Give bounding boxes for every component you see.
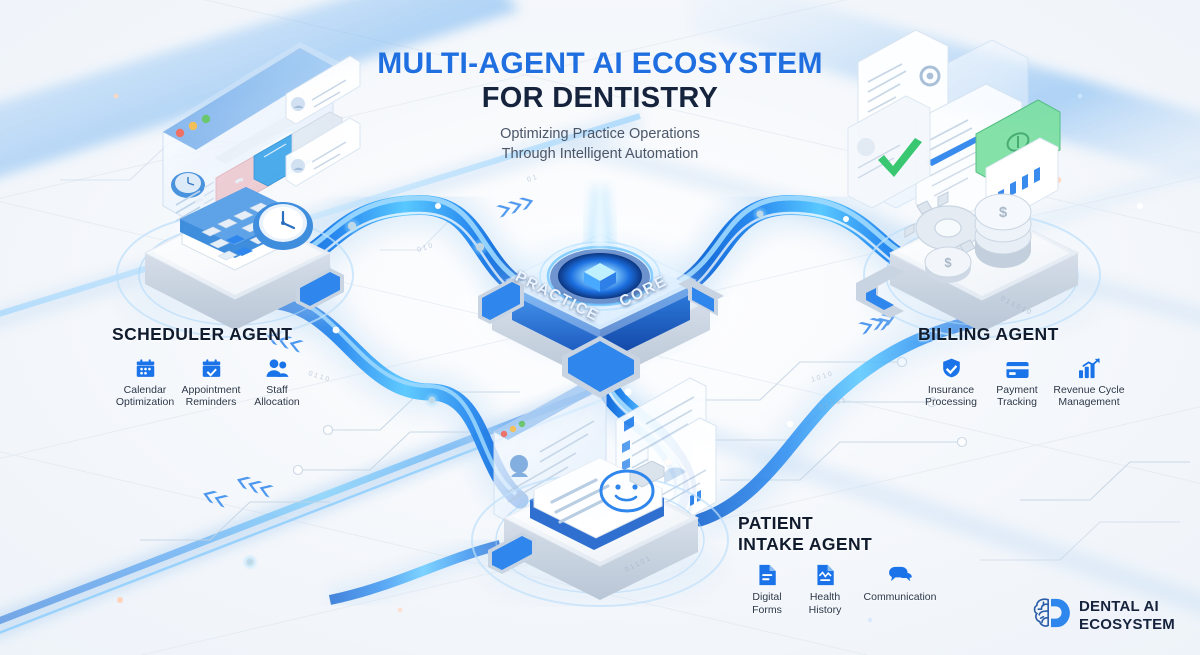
feature-label-line2: Tracking: [997, 396, 1037, 409]
feature-label-line1: Calendar: [123, 383, 167, 396]
agent-title-intake-line2: INTAKE AGENT: [738, 533, 873, 554]
billing-documents-stack: [847, 29, 1061, 223]
brand-logo[interactable]: DENTAL AI ECOSYSTEM: [1032, 596, 1175, 635]
scheduling-app-window: [160, 42, 361, 225]
health-chart-icon: [816, 564, 835, 586]
feature-label-line1: Payment: [996, 383, 1038, 396]
feature-label: Communication: [864, 591, 937, 604]
feature-payment-tracking[interactable]: Payment Tracking: [984, 357, 1050, 410]
shield-check-icon: [941, 357, 962, 379]
svg-text:0 1 1 0: 0 1 1 0: [307, 370, 330, 383]
brand-line2: ECOSYSTEM: [1079, 615, 1175, 633]
feature-digital-forms[interactable]: Digital Forms: [738, 564, 796, 617]
feature-label-line2: History: [808, 604, 842, 617]
page-title-line1: MULTI-AGENT AI ECOSYSTEM: [377, 47, 823, 80]
svg-text:$: $: [944, 255, 952, 270]
feature-label-line2: Forms: [752, 604, 782, 617]
flow-chevrons: [203, 197, 896, 508]
feature-row-intake: Digital Forms Health History: [738, 564, 946, 617]
feature-insurance-processing[interactable]: Insurance Processing: [918, 357, 984, 410]
feature-revenue-cycle-management[interactable]: Revenue Cycle Management: [1050, 357, 1128, 410]
chat-bubbles-icon: [888, 564, 913, 586]
practice-core-cube: [478, 180, 724, 398]
feature-label-line2: Optimization: [115, 396, 175, 409]
calendar-icon: [135, 357, 156, 379]
feature-appointment-reminders[interactable]: Appointment Reminders: [178, 357, 244, 410]
agent-title-billing: BILLING AGENT: [918, 324, 1059, 344]
feature-row-scheduler: Calendar Optimization Appointment: [112, 357, 310, 410]
bar-chart-up-icon: [1078, 357, 1101, 379]
agent-group-scheduler: SCHEDULER AGENT Calendar Optimization: [112, 324, 310, 409]
stream-particles: [117, 176, 1143, 603]
feature-label: Health History: [809, 591, 842, 617]
calendar-check-icon: [201, 357, 222, 379]
agent-title-intake: PATIENT INTAKE AGENT: [738, 513, 946, 554]
feature-label: Calendar Optimization: [116, 384, 174, 410]
feature-label-line2: Processing: [925, 396, 977, 409]
gear-coins-node: $ $ 0 1 1 0 1 0: [856, 191, 1101, 338]
clipboard-smiley-node: 0 1 1 0 1: [471, 457, 729, 607]
sparkle-accents: [113, 93, 1083, 623]
document-icon: [758, 564, 777, 586]
feature-label: Revenue Cycle Management: [1053, 384, 1124, 410]
page-title-line2: FOR DENTISTRY: [481, 81, 719, 114]
feature-label-line1: Digital: [752, 591, 782, 604]
svg-text:0 1 0: 0 1 0: [416, 242, 433, 254]
agent-group-intake: PATIENT INTAKE AGENT Digital Forms: [738, 513, 946, 617]
brand-text: DENTAL AI ECOSYSTEM: [1079, 598, 1175, 632]
feature-communication[interactable]: Communication: [854, 564, 946, 617]
page-subtitle-line1: Optimizing Practice Operations: [500, 125, 700, 142]
feature-label-line1: Insurance: [927, 383, 975, 396]
feature-label: Payment Tracking: [996, 384, 1037, 410]
feature-health-history[interactable]: Health History: [796, 564, 854, 617]
page-subtitle: Optimizing Practice Operations Through I…: [0, 124, 1200, 164]
feature-label-line2: Management: [1058, 396, 1120, 409]
header-block: MULTI-AGENT AI ECOSYSTEM FOR DENTISTRY O…: [0, 48, 1200, 164]
feature-label-line1: Appointment: [181, 383, 241, 396]
brain-d-logo-icon: [1032, 596, 1070, 635]
credit-card-icon: [1005, 357, 1029, 379]
feature-label-line1: Staff: [266, 383, 288, 396]
brand-line1: DENTAL AI: [1079, 598, 1159, 616]
agent-title-intake-line1: PATIENT: [738, 513, 814, 533]
svg-text:0 1: 0 1: [526, 174, 538, 184]
feature-label: Digital Forms: [752, 591, 782, 617]
agent-group-billing: BILLING AGENT Insurance Processing: [918, 324, 1128, 409]
page-subtitle-line2: Through Intelligent Automation: [501, 145, 699, 162]
feature-label-line1: Revenue Cycle: [1053, 383, 1125, 396]
agent-title-scheduler: SCHEDULER AGENT: [112, 324, 293, 344]
feature-label: Appointment Reminders: [182, 384, 241, 410]
feature-label: Insurance Processing: [925, 384, 977, 410]
calendar-clock-node: [116, 178, 354, 338]
feature-label-line1: Health: [809, 591, 841, 604]
feature-label: Staff Allocation: [254, 384, 300, 410]
feature-row-billing: Insurance Processing Payment Tracking: [918, 357, 1128, 410]
feature-staff-allocation[interactable]: Staff Allocation: [244, 357, 310, 410]
svg-text:$: $: [999, 204, 1008, 221]
feature-label-line1: Communication: [863, 591, 937, 604]
feature-calendar-optimization[interactable]: Calendar Optimization: [112, 357, 178, 410]
feature-label-line2: Allocation: [254, 396, 300, 409]
feature-label-line2: Reminders: [185, 396, 237, 409]
people-icon: [266, 357, 289, 379]
